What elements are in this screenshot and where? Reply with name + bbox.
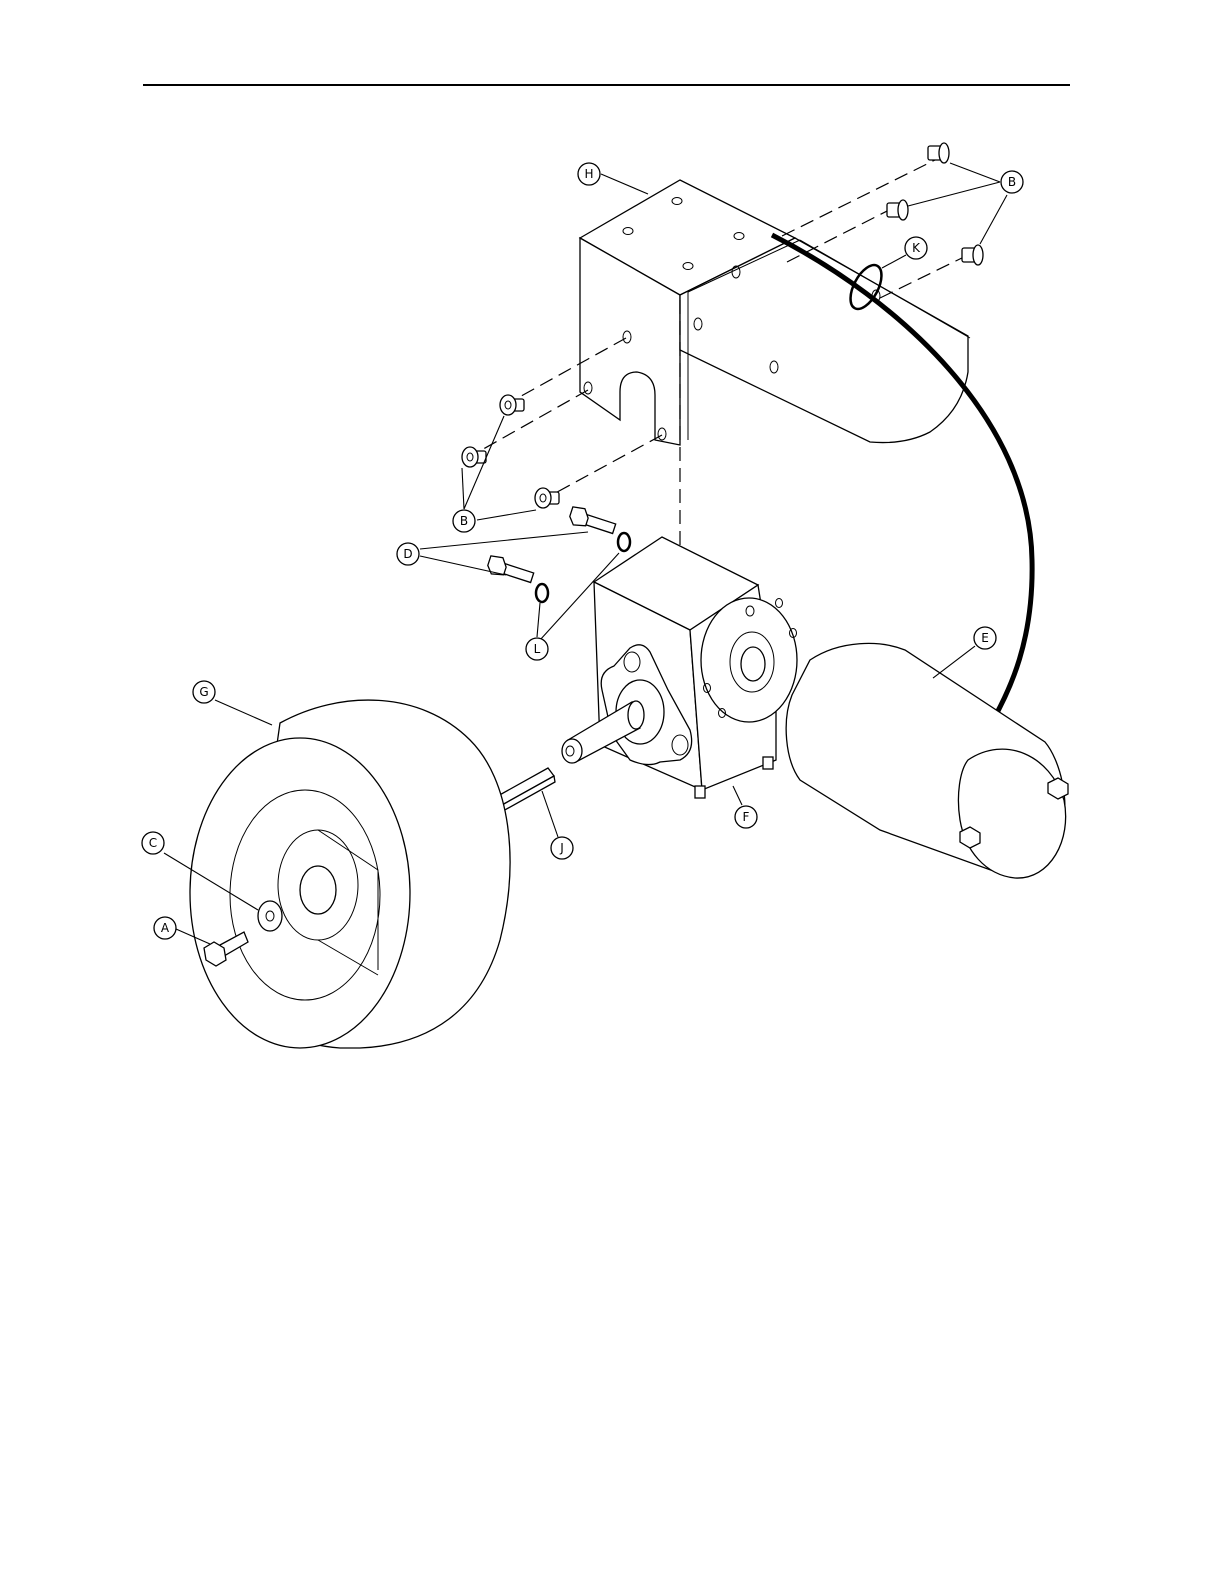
- callout-b-top: B: [1001, 171, 1023, 193]
- callout-a: A: [154, 917, 176, 939]
- callout-f: F: [735, 806, 757, 828]
- svg-text:E: E: [981, 631, 989, 645]
- wheel-part-g: [190, 700, 510, 1048]
- svg-text:G: G: [199, 685, 208, 699]
- callout-l: L: [526, 638, 548, 660]
- svg-text:B: B: [460, 514, 468, 528]
- svg-text:D: D: [403, 547, 412, 561]
- svg-text:J: J: [559, 841, 564, 855]
- callout-j: J: [551, 837, 573, 859]
- callout-c: C: [142, 832, 164, 854]
- callout-h: H: [578, 163, 600, 185]
- svg-text:A: A: [161, 921, 170, 935]
- svg-text:K: K: [912, 241, 921, 255]
- svg-text:H: H: [584, 167, 593, 181]
- screws-part-b-top: [887, 143, 983, 265]
- motor-part-e: [786, 643, 1068, 878]
- bolts-part-d: [486, 505, 618, 586]
- callout-e: E: [974, 627, 996, 649]
- callout-b-left: B: [453, 510, 475, 532]
- callout-d: D: [397, 543, 419, 565]
- svg-text:F: F: [743, 810, 750, 824]
- callout-k: K: [905, 237, 927, 259]
- callout-g: G: [193, 681, 215, 703]
- bracket-part-h: [580, 180, 970, 445]
- svg-text:B: B: [1008, 175, 1016, 189]
- screws-part-b-left: [462, 395, 559, 508]
- svg-text:C: C: [149, 836, 157, 850]
- svg-text:L: L: [534, 642, 541, 656]
- washer-part-c: [258, 901, 282, 931]
